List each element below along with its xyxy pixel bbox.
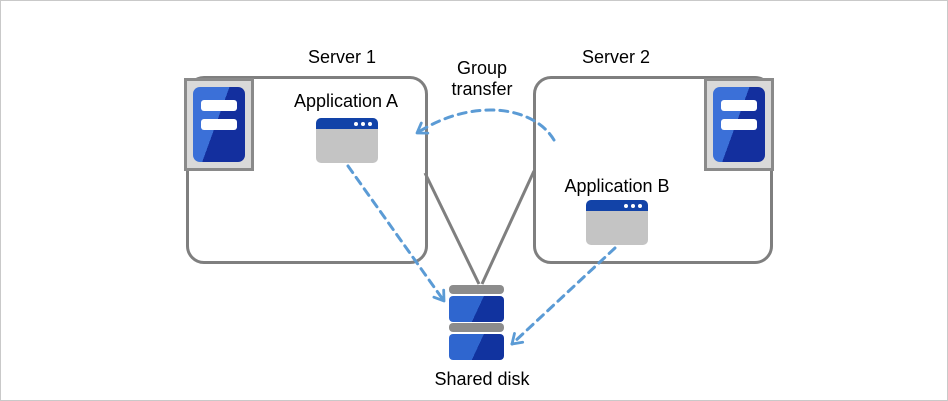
shared-disk-icon (449, 285, 504, 361)
server2-tower-icon (704, 78, 774, 171)
window-dot (638, 204, 642, 208)
server-tower-body (713, 87, 765, 162)
server1-to-disk-line (423, 172, 481, 285)
server-drive-slot (721, 119, 757, 130)
server1-tower-icon (184, 78, 254, 171)
window-buttons-icon (624, 204, 642, 208)
server-tower-body (193, 87, 245, 162)
server-drive-slot (201, 119, 237, 130)
server-drive-slot (201, 100, 237, 111)
server1-title: Server 1 (307, 47, 377, 67)
window-dot (631, 204, 635, 208)
disk-unit (449, 296, 504, 322)
server2-title: Server 2 (581, 47, 651, 67)
server2-to-disk-line (480, 170, 536, 285)
window-titlebar (586, 200, 648, 211)
window-buttons-icon (354, 122, 372, 126)
window-dot (624, 204, 628, 208)
application-a-label: Application A (293, 91, 399, 111)
application-a-window-icon (316, 118, 378, 163)
disk-cap (449, 323, 504, 332)
window-titlebar (316, 118, 378, 129)
disk-unit (449, 334, 504, 360)
disk-cap (449, 285, 504, 294)
application-b-window-icon (586, 200, 648, 245)
server-drive-slot (721, 100, 757, 111)
application-b-label: Application B (564, 176, 670, 196)
window-dot (368, 122, 372, 126)
shared-disk-label: Shared disk (434, 369, 530, 389)
window-dot (361, 122, 365, 126)
group-transfer-label: Group transfer (451, 58, 513, 99)
window-dot (354, 122, 358, 126)
